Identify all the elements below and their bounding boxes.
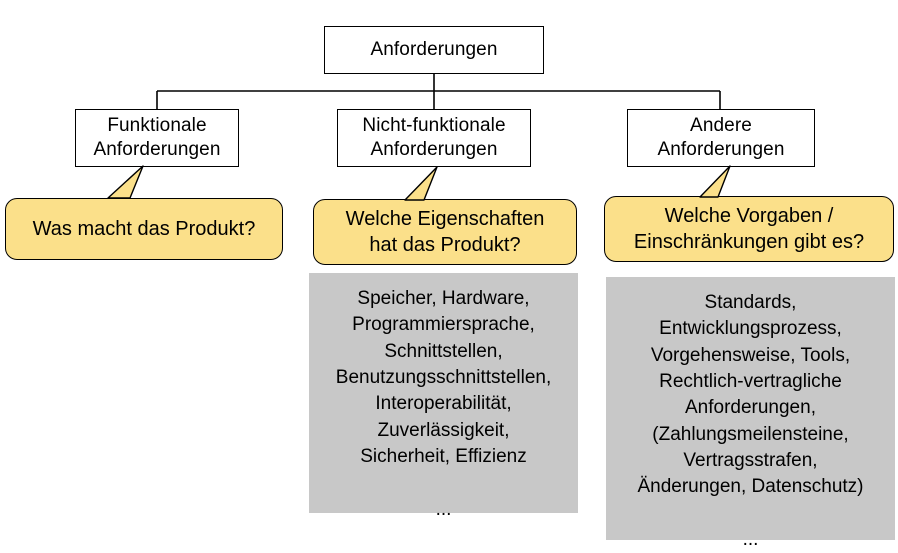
node-other[interactable]: Andere Anforderungen: [627, 109, 815, 167]
callout-other-label: Welche Vorgaben / Einschränkungen gibt e…: [633, 205, 865, 253]
detail-box-non-functional-text: Speicher, Hardware, Programmiersprache, …: [335, 288, 552, 520]
node-root-label: Anforderungen: [370, 38, 498, 60]
connector-lines: [156, 74, 721, 109]
callout-tail-non-functional: [404, 166, 438, 201]
node-functional[interactable]: Funktionale Anforderungen: [75, 109, 239, 167]
diagram-canvas: Anforderungen Funktionale Anforderungen …: [5, 26, 895, 550]
callout-functional[interactable]: Was macht das Produkt?: [5, 198, 283, 260]
callout-tails: [107, 165, 731, 201]
detail-box-other-text: Standards, Entwicklungsprozess, Vorgehen…: [637, 292, 864, 550]
callout-non-functional-label: Welche Eigenschaften hat das Produkt?: [345, 208, 545, 256]
node-root[interactable]: Anforderungen: [324, 26, 544, 74]
callout-non-functional[interactable]: Welche Eigenschaften hat das Produkt?: [313, 199, 577, 265]
node-non-functional[interactable]: Nicht-funktionale Anforderungen: [337, 109, 531, 167]
callout-tail-other: [699, 165, 731, 198]
detail-box-non-functional: Speicher, Hardware, Programmiersprache, …: [309, 273, 578, 520]
callout-other[interactable]: Welche Vorgaben / Einschränkungen gibt e…: [604, 196, 894, 262]
node-non-functional-label: Nicht-funktionale Anforderungen: [362, 114, 506, 160]
detail-box-other: Standards, Entwicklungsprozess, Vorgehen…: [606, 277, 895, 550]
callout-functional-label: Was macht das Produkt?: [32, 218, 256, 240]
node-other-label: Andere Anforderungen: [657, 114, 785, 160]
node-functional-label: Funktionale Anforderungen: [93, 114, 221, 160]
callout-tail-functional: [107, 165, 144, 199]
